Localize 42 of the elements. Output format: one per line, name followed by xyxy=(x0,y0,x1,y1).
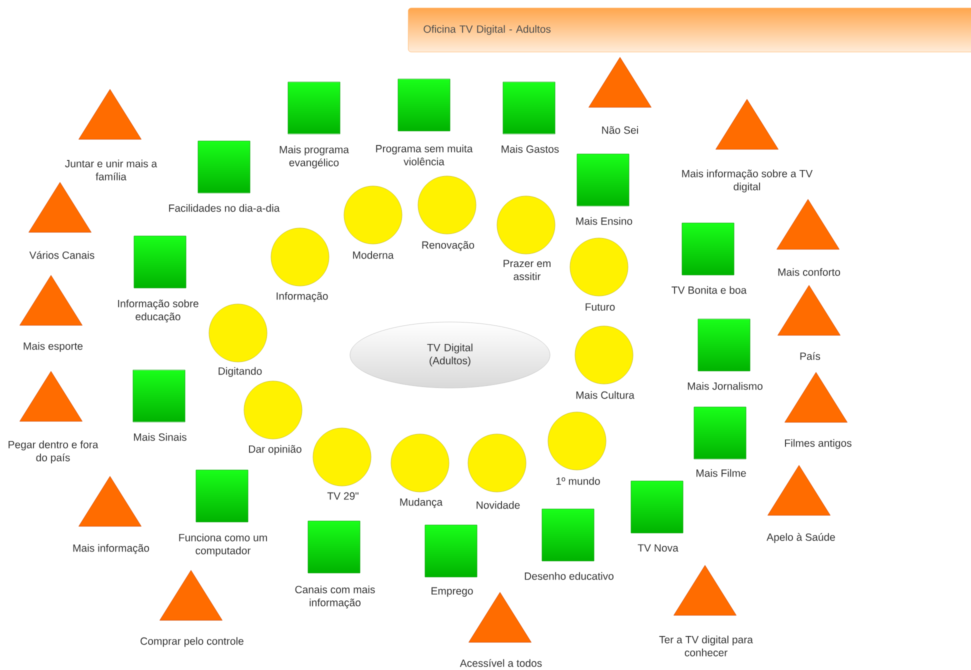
node-label: País xyxy=(800,352,820,360)
title-bar: Oficina TV Digital - Adultos xyxy=(408,8,971,52)
node-label: Mais Jornalismo xyxy=(688,382,762,390)
node-label: Mais Cultura xyxy=(576,391,634,399)
node-label: Mais Ensino xyxy=(576,217,632,225)
node-label: Comprar pelo controle xyxy=(140,637,244,647)
node-label: Dar opinião xyxy=(249,445,302,455)
node-label: TV Nova xyxy=(638,544,678,552)
node-label: Canais com mais informação xyxy=(295,586,375,608)
node-label: Prazer em assitir xyxy=(504,260,550,280)
node-label: Mudança xyxy=(400,498,443,508)
node-label: Mais Filme xyxy=(696,469,746,477)
node-label: Digitando xyxy=(218,367,262,377)
node-label: Desenho educativo xyxy=(524,572,614,580)
node-label: Informação xyxy=(276,292,328,302)
node-label: Novidade xyxy=(476,501,520,509)
node-label: Filmes antigos xyxy=(785,439,852,449)
node-label: Futuro xyxy=(586,303,615,311)
node-label: Vários Canais xyxy=(29,251,94,259)
node-label: Pegar dentro e fora do país xyxy=(8,440,98,464)
node-label: TV Bonita e boa xyxy=(672,286,747,294)
node-label: Emprego xyxy=(432,587,473,597)
node-label: Mais Sinais xyxy=(134,433,186,441)
node-label: Ter a TV digital para conhecer xyxy=(659,636,753,656)
node-label: Mais esporte xyxy=(24,342,83,352)
node-label: Mais Gastos xyxy=(502,145,559,153)
node-label: Juntar e unir mais a família xyxy=(65,160,158,180)
node-label: TV 29" xyxy=(327,492,358,500)
node-label: Mais informação xyxy=(73,544,150,554)
node-label: Apelo à Saúde xyxy=(766,533,835,543)
node-label: Programa sem muita violência xyxy=(376,144,473,166)
node-label: Acessível a todos xyxy=(460,659,542,667)
node-label: Funciona como um computador xyxy=(179,534,267,556)
node-label: Mais informação sobre a TV digital xyxy=(682,170,813,192)
node-label: Facilidades no dia-a-dia xyxy=(169,204,280,212)
node-label: Informação sobre educação xyxy=(118,300,198,322)
node-label: Mais conforto xyxy=(778,268,840,276)
node-label: 1º mundo xyxy=(556,477,600,485)
node-label: Moderna xyxy=(353,251,394,259)
node-label: Não Sei xyxy=(602,126,638,134)
node-label: Mais programa evangélico xyxy=(280,146,349,168)
node-label: Renovação xyxy=(422,241,474,251)
